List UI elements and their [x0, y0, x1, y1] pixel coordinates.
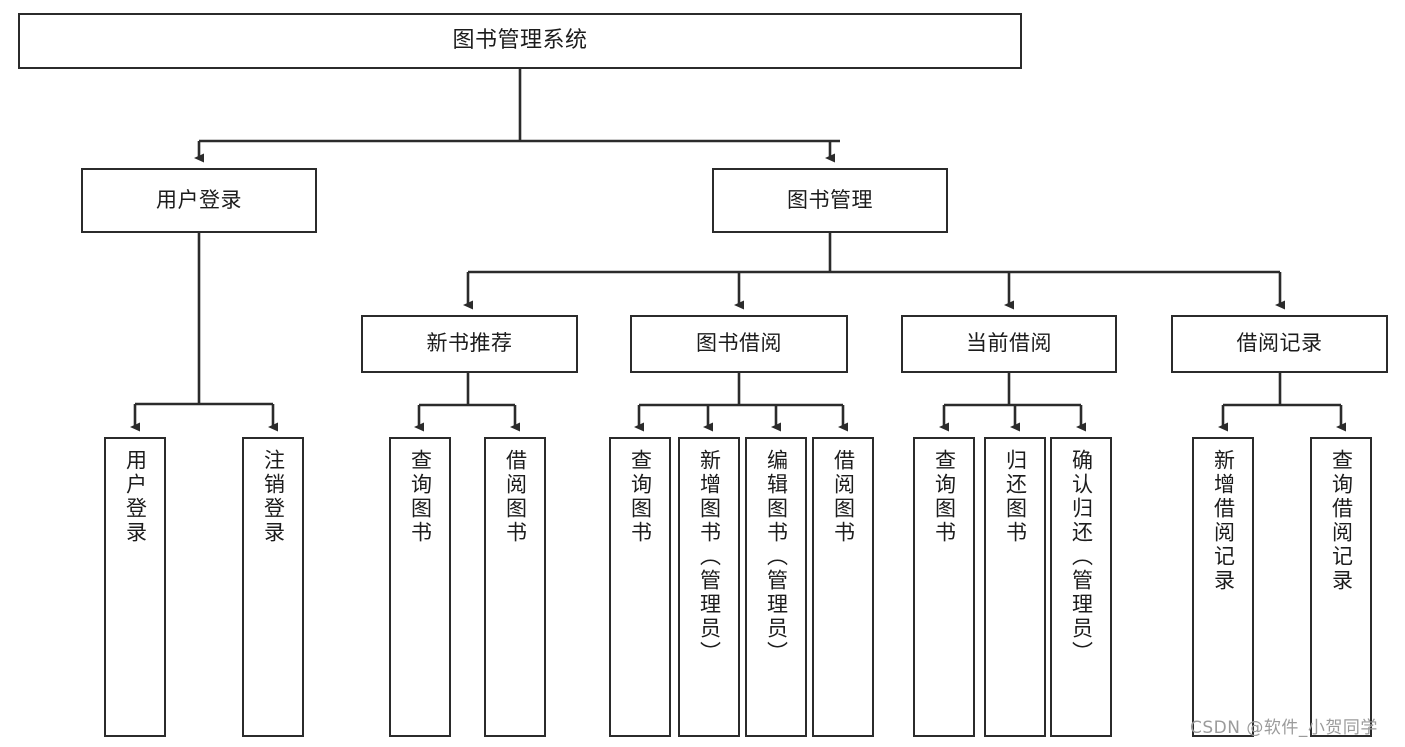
- node-new-book-recommend[interactable]: 新书推荐: [361, 315, 578, 373]
- node-book-borrow-label: 图书借阅: [696, 331, 782, 356]
- leaf-user-login[interactable]: 用户登录: [104, 437, 166, 737]
- leaf-query-book-rec-label: 查询图书: [408, 449, 433, 545]
- node-user-login[interactable]: 用户登录: [81, 168, 317, 233]
- leaf-query-record[interactable]: 查询借阅记录: [1310, 437, 1372, 737]
- leaf-edit-book-label: 编辑图书（管理员）: [764, 449, 789, 665]
- node-root-system[interactable]: 图书管理系统: [18, 13, 1022, 69]
- node-borrow-record[interactable]: 借阅记录: [1171, 315, 1388, 373]
- leaf-logout-login[interactable]: 注销登录: [242, 437, 304, 737]
- leaf-query-record-label: 查询借阅记录: [1329, 449, 1354, 593]
- node-book-borrow[interactable]: 图书借阅: [630, 315, 848, 373]
- leaf-borrow-book-bor-label: 借阅图书: [831, 449, 856, 545]
- leaf-query-book-rec[interactable]: 查询图书: [389, 437, 451, 737]
- leaf-borrow-book-rec[interactable]: 借阅图书: [484, 437, 546, 737]
- node-borrow-record-label: 借阅记录: [1236, 331, 1323, 356]
- leaf-user-login-label: 用户登录: [123, 449, 148, 545]
- node-book-manage-label: 图书管理: [787, 187, 873, 212]
- leaf-query-book-bor-label: 查询图书: [628, 449, 653, 545]
- node-new-book-recommend-label: 新书推荐: [426, 331, 513, 356]
- leaf-query-book-bor[interactable]: 查询图书: [609, 437, 671, 737]
- leaf-add-book[interactable]: 新增图书（管理员）: [678, 437, 740, 737]
- csdn-watermark: CSDN @软件_小贺同学: [1190, 718, 1378, 738]
- node-user-login-label: 用户登录: [156, 187, 242, 212]
- leaf-confirm-return[interactable]: 确认归还（管理员）: [1050, 437, 1112, 737]
- leaf-return-book[interactable]: 归还图书: [984, 437, 1046, 737]
- node-root-system-label: 图书管理系统: [452, 27, 588, 53]
- node-current-borrow[interactable]: 当前借阅: [901, 315, 1117, 373]
- node-book-manage[interactable]: 图书管理: [712, 168, 948, 233]
- leaf-edit-book[interactable]: 编辑图书（管理员）: [745, 437, 807, 737]
- leaf-return-book-label: 归还图书: [1003, 449, 1028, 545]
- leaf-borrow-book-rec-label: 借阅图书: [503, 449, 528, 545]
- leaf-query-book-cur[interactable]: 查询图书: [913, 437, 975, 737]
- leaf-add-record[interactable]: 新增借阅记录: [1192, 437, 1254, 737]
- leaf-add-book-label: 新增图书（管理员）: [697, 449, 722, 665]
- leaf-query-book-cur-label: 查询图书: [932, 449, 957, 545]
- leaf-borrow-book-bor[interactable]: 借阅图书: [812, 437, 874, 737]
- node-current-borrow-label: 当前借阅: [966, 331, 1052, 356]
- leaf-logout-login-label: 注销登录: [261, 449, 286, 545]
- leaf-add-record-label: 新增借阅记录: [1211, 449, 1236, 593]
- leaf-confirm-return-label: 确认归还（管理员）: [1069, 449, 1094, 665]
